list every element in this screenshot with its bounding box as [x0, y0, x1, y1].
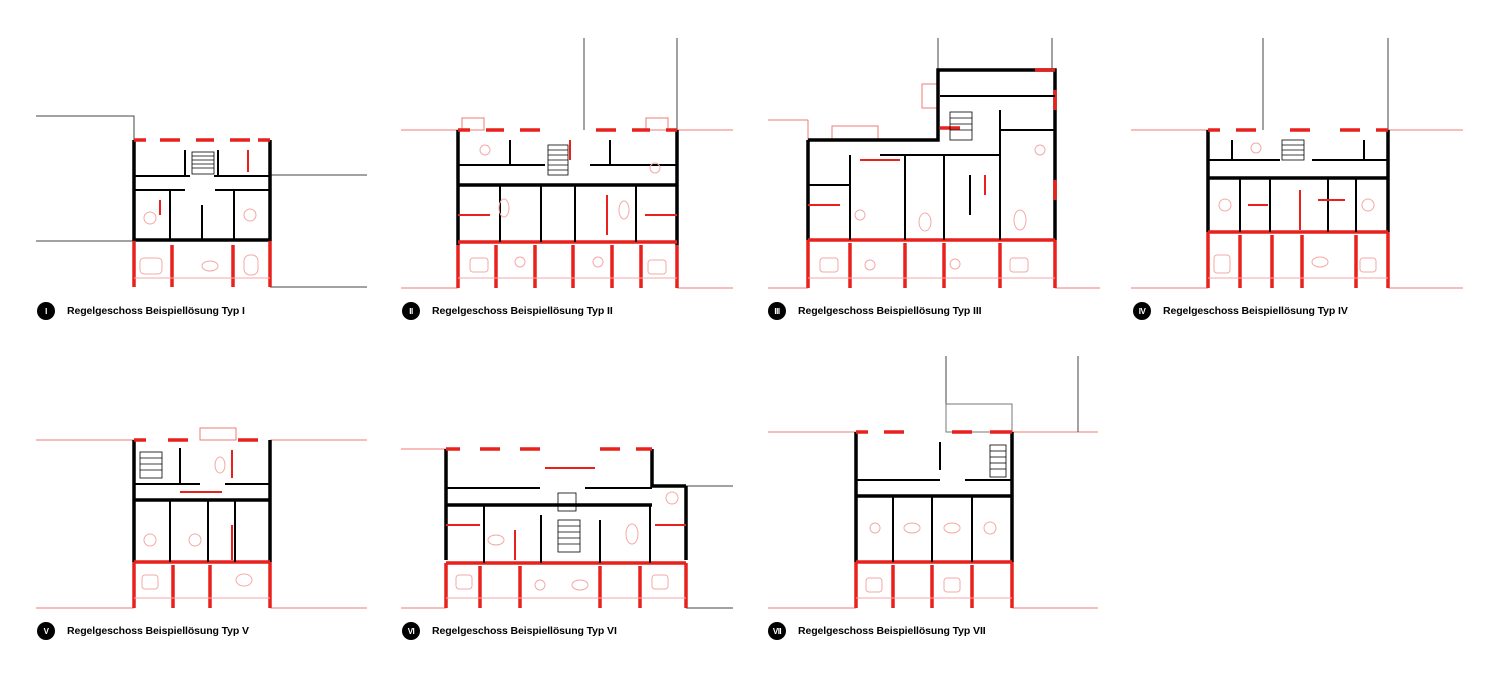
caption-type-5: V Regelgeschoss Beispiellösung Typ V	[37, 622, 249, 640]
caption-label: Regelgeschoss Beispiellösung Typ III	[798, 305, 982, 317]
numeral-badge: V	[37, 622, 55, 640]
caption-type-1: I Regelgeschoss Beispiellösung Typ I	[37, 302, 245, 320]
numeral-badge: VII	[768, 622, 786, 640]
caption-label: Regelgeschoss Beispiellösung Typ II	[432, 305, 613, 317]
numeral-badge: IV	[1133, 302, 1151, 320]
caption-label: Regelgeschoss Beispiellösung Typ VII	[798, 625, 986, 637]
caption-type-6: VI Regelgeschoss Beispiellösung Typ VI	[402, 622, 617, 640]
caption-type-4: IV Regelgeschoss Beispiellösung Typ IV	[1133, 302, 1348, 320]
caption-type-7: VII Regelgeschoss Beispiellösung Typ VII	[768, 622, 986, 640]
caption-type-2: II Regelgeschoss Beispiellösung Typ II	[402, 302, 613, 320]
numeral-badge: I	[37, 302, 55, 320]
caption-label: Regelgeschoss Beispiellösung Typ V	[67, 625, 249, 637]
numeral-badge: II	[402, 302, 420, 320]
caption-label: Regelgeschoss Beispiellösung Typ IV	[1163, 305, 1348, 317]
numeral-badge: III	[768, 302, 786, 320]
caption-type-3: III Regelgeschoss Beispiellösung Typ III	[768, 302, 982, 320]
caption-label: Regelgeschoss Beispiellösung Typ VI	[432, 625, 617, 637]
caption-label: Regelgeschoss Beispiellösung Typ I	[67, 305, 245, 317]
numeral-badge: VI	[402, 622, 420, 640]
